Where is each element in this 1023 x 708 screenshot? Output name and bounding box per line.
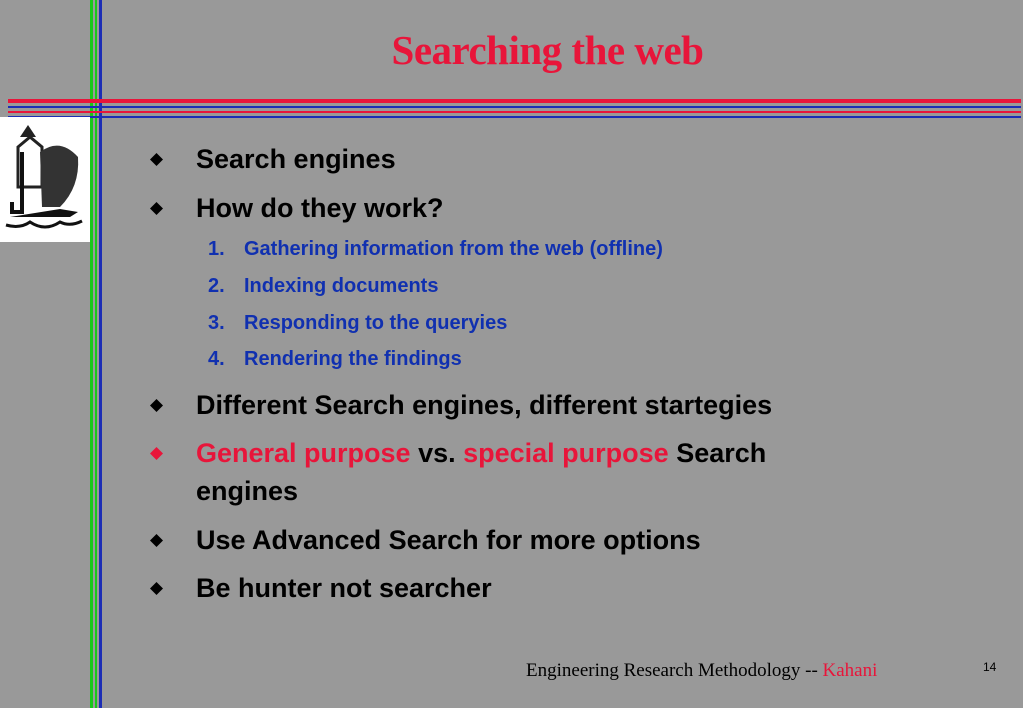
vertical-line-blue	[99, 0, 102, 708]
diamond-bullet-icon	[150, 399, 163, 412]
horizontal-line-blue	[8, 106, 1021, 108]
vertical-line-green-1	[90, 0, 93, 708]
text-search: Search	[668, 438, 767, 468]
sub-item-number: 2.	[208, 275, 225, 297]
slide-footer: Engineering Research Methodology -- Kaha…	[526, 660, 877, 682]
horizontal-line-red-2	[8, 111, 1021, 113]
bullet-item: Use Advanced Search for more options	[150, 521, 701, 559]
footer-author: Kahani	[822, 660, 878, 681]
sub-item: 3. Responding to the queryies	[208, 310, 507, 336]
sub-item: 2. Indexing documents	[208, 273, 438, 299]
bullet-item: Be hunter not searcher	[150, 569, 492, 607]
sub-item-text: Responding to the queryies	[244, 312, 508, 334]
diamond-bullet-icon	[150, 447, 163, 460]
sub-item: 1. Gathering information from the web (of…	[208, 236, 663, 262]
university-logo-icon	[0, 117, 90, 242]
bullet-text: Different Search engines, different star…	[196, 390, 773, 420]
bullet-item: How do they work?	[150, 189, 444, 227]
sub-item-number: 1.	[208, 238, 225, 260]
highlight-special-purpose: special purpose	[463, 438, 669, 468]
bullet-item: Different Search engines, different star…	[150, 386, 772, 424]
sub-item-text: Rendering the findings	[244, 348, 462, 370]
bullet-text: Use Advanced Search for more options	[196, 525, 701, 555]
sub-item-text: Gathering information from the web (offl…	[244, 238, 663, 260]
bullet-text: Search engines	[196, 144, 396, 174]
vertical-line-green-2	[95, 0, 97, 708]
diamond-bullet-icon	[150, 582, 163, 595]
diamond-bullet-icon	[150, 153, 163, 166]
text-engines: engines	[196, 476, 299, 506]
page-number: 14	[983, 660, 997, 674]
bullet-text: Be hunter not searcher	[196, 573, 492, 603]
bullet-text: How do they work?	[196, 193, 444, 223]
bullet-item: General purpose vs. special purpose Sear…	[150, 434, 766, 510]
sub-item-number: 3.	[208, 312, 225, 334]
sub-item-text: Indexing documents	[244, 275, 439, 297]
diamond-bullet-icon	[150, 534, 163, 547]
footer-text: Engineering Research Methodology --	[526, 660, 823, 681]
highlight-general-purpose: General purpose	[196, 438, 411, 468]
bullet-text: General purpose vs. special purpose Sear…	[196, 434, 766, 510]
text-vs: vs.	[410, 438, 464, 468]
sub-item: 4. Rendering the findings	[208, 346, 462, 372]
horizontal-line-blue-2	[8, 116, 1021, 118]
sub-item-number: 4.	[208, 348, 225, 370]
diamond-bullet-icon	[150, 202, 163, 215]
slide-title: Searching the web	[391, 27, 704, 73]
bullet-item: Search engines	[150, 140, 396, 178]
horizontal-line-red	[8, 99, 1021, 103]
